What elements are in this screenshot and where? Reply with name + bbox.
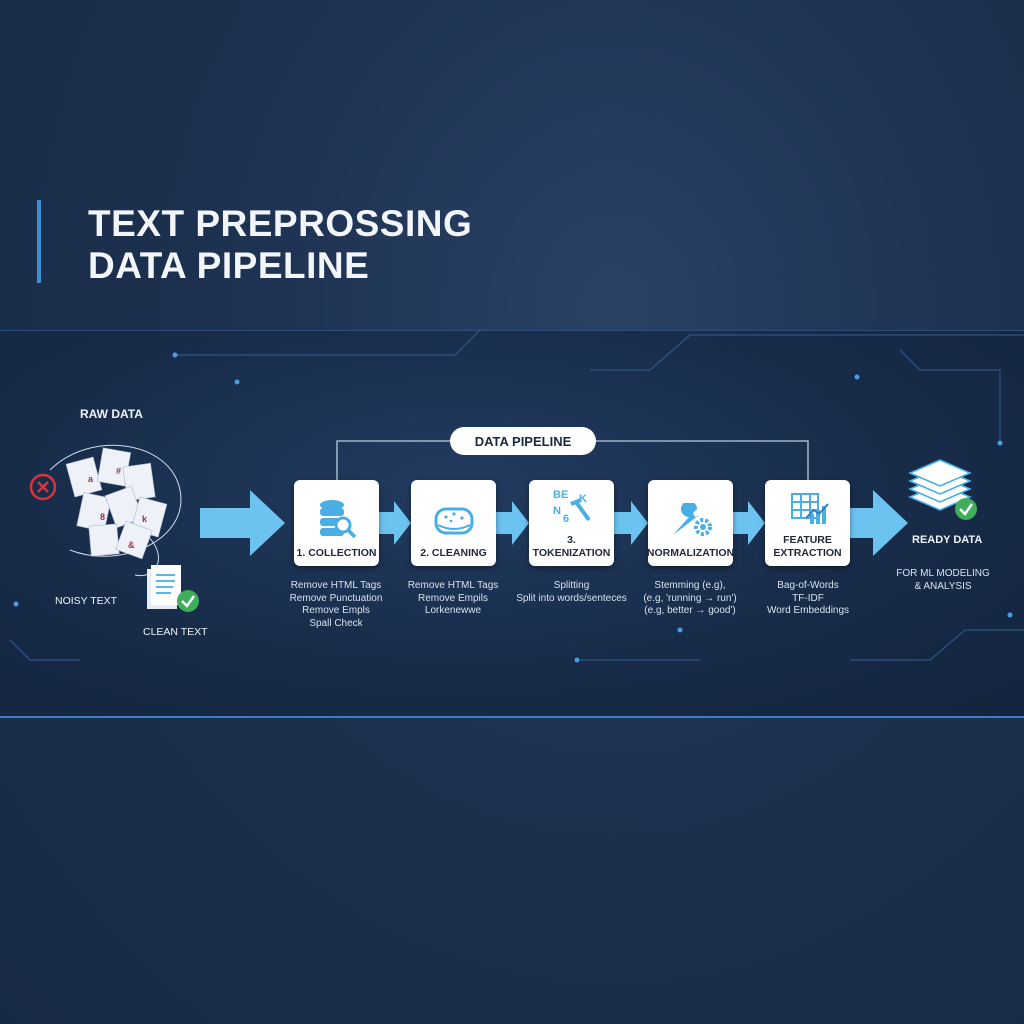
svg-text:&: & bbox=[128, 540, 135, 550]
ready-data-description: FOR ML MODELING& ANALYSIS bbox=[878, 568, 1008, 593]
step-label: 1. COLLECTION bbox=[296, 547, 377, 559]
step-label: FEATURE EXTRACTION bbox=[773, 534, 842, 559]
pipeline-label: DATA PIPELINE bbox=[450, 427, 596, 455]
clean-text-label: CLEAN TEXT bbox=[143, 626, 208, 638]
description-line: (e.g, better → good') bbox=[644, 605, 736, 616]
step-label: NORMALIZATION bbox=[646, 547, 735, 559]
step-cleaning[interactable]: 2. CLEANING bbox=[411, 480, 496, 566]
svg-text:8: 8 bbox=[100, 512, 105, 522]
title-line-1: TEXT PREPROSSING bbox=[88, 203, 473, 244]
database-search-icon bbox=[319, 500, 356, 539]
description-line: Lorkenewwe bbox=[424, 605, 482, 616]
raw-data-label: RAW DATA bbox=[80, 407, 143, 421]
svg-text:k: k bbox=[142, 514, 148, 524]
arrow-3-4 bbox=[614, 501, 648, 545]
arrow-to-ready bbox=[850, 490, 908, 556]
normalization-description: Stemming (e.g),(e.g, 'running → run')(e.… bbox=[625, 580, 755, 618]
description-line: TF-IDF bbox=[792, 592, 824, 604]
title-accent-bar bbox=[37, 200, 41, 283]
svg-text:a: a bbox=[88, 474, 94, 484]
circuit-lines-decoration bbox=[9, 330, 1024, 663]
sponge-icon bbox=[434, 507, 473, 535]
arrow-raw-to-collection bbox=[200, 490, 285, 556]
svg-text:6: 6 bbox=[563, 513, 569, 525]
step-label: 2. CLEANING bbox=[420, 547, 487, 559]
step-label: 3. TOKENIZATION bbox=[532, 534, 611, 559]
noisy-text-label: NOISY TEXT bbox=[55, 595, 118, 607]
description-line: Remove HTML Tags bbox=[290, 580, 382, 591]
svg-text:#: # bbox=[116, 466, 121, 476]
ready-data-label: READY DATA bbox=[912, 534, 983, 546]
description-line: Splitting bbox=[553, 580, 590, 591]
svg-text:BE: BE bbox=[553, 489, 568, 501]
title-line-2: DATA PIPELINE bbox=[88, 245, 370, 286]
description-line: Remove Empils bbox=[417, 592, 489, 604]
ready-data-stack-icon bbox=[908, 459, 977, 520]
step-collection[interactable]: 1. COLLECTION bbox=[294, 480, 379, 566]
description-line: (e.g, 'running → run') bbox=[643, 592, 737, 604]
arrow-4-5 bbox=[733, 501, 765, 545]
description-line: Spall Check bbox=[309, 617, 363, 629]
wrench-gear-icon bbox=[672, 503, 712, 536]
noisy-documents-icon: a #8 k & bbox=[49, 444, 182, 576]
step-feature-extraction[interactable]: FEATURE EXTRACTION bbox=[765, 480, 850, 566]
table-chart-icon bbox=[790, 493, 829, 524]
tokens-hammer-icon: BE K N6 bbox=[553, 489, 591, 525]
description-line: Remove HTML Tags bbox=[407, 580, 499, 591]
description-line: Split into words/senteces bbox=[516, 592, 627, 604]
description-line: Word Embeddings bbox=[766, 605, 850, 616]
error-x-icon bbox=[29, 473, 57, 501]
svg-text:N: N bbox=[553, 505, 561, 517]
description-line: Remove Punctuation bbox=[289, 592, 383, 604]
step-normalization[interactable]: NORMALIZATION bbox=[646, 480, 735, 566]
arrow-2-3 bbox=[496, 501, 529, 545]
svg-text:K: K bbox=[579, 493, 587, 505]
clean-document-icon bbox=[147, 565, 199, 612]
description-line: FOR ML MODELING bbox=[896, 568, 990, 579]
arrow-1-2 bbox=[379, 501, 411, 545]
description-line: Stemming (e.g), bbox=[654, 580, 726, 591]
description-line: Bag-of-Words bbox=[777, 580, 839, 591]
description-line: Remove Empls bbox=[302, 605, 370, 616]
page-title: TEXT PREPROSSING DATA PIPELINE bbox=[88, 203, 472, 287]
description-line: & ANALYSIS bbox=[914, 580, 972, 592]
